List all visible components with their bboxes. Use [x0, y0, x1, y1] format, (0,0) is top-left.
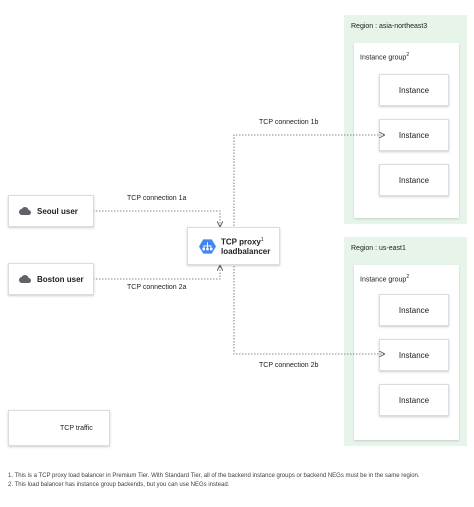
connection-2a-label: TCP connection 2a	[127, 284, 187, 291]
region-us-east1: Region : us-east1 Instance group2 Instan…	[344, 237, 467, 446]
instance-box[interactable]: Instance	[379, 384, 449, 416]
instance-group-label: Instance group2	[360, 274, 409, 283]
footnote-1: 1. This is a TCP proxy load balancer in …	[8, 473, 420, 479]
footnote-marker: 2	[406, 52, 410, 58]
instance-box[interactable]: Instance	[379, 74, 449, 106]
connection-1a-line	[93, 210, 220, 226]
seoul-user-label: Seoul user	[37, 206, 78, 216]
connection-2b-label: TCP connection 2b	[259, 362, 319, 369]
tcp-proxy-loadbalancer-box[interactable]: TCP proxy1 loadbalancer	[187, 227, 280, 265]
instance-label: Instance	[398, 175, 430, 185]
legend-label: TCP traffic	[60, 425, 93, 432]
boston-user-label: Boston user	[37, 274, 84, 284]
cloud-icon	[19, 207, 31, 215]
instance-group-label: Instance group2	[360, 52, 409, 61]
instance-label: Instance	[398, 395, 430, 405]
loadbalancer-label-line2: loadbalancer	[221, 246, 271, 256]
instance-group-label-text: Instance group	[360, 276, 407, 284]
region-asia-northeast3: Region : asia-northeast3 Instance group2…	[344, 15, 467, 224]
instance-label: Instance	[398, 350, 430, 360]
region-label: Region : asia-northeast3	[351, 23, 428, 30]
load-balancer-icon	[199, 238, 216, 254]
instance-group: Instance group2 Instance Instance Instan…	[354, 265, 459, 440]
instance-label: Instance	[398, 305, 430, 315]
instance-box[interactable]: Instance	[379, 164, 449, 196]
loadbalancer-label-line1: TCP proxy	[221, 237, 261, 247]
cloud-icon	[19, 275, 31, 283]
instance-group-label-text: Instance group	[360, 54, 407, 62]
boston-user-box[interactable]: Boston user	[8, 263, 94, 295]
footnote-marker: 1	[260, 237, 264, 244]
instance-group: Instance group2 Instance Instance Instan…	[354, 43, 459, 218]
instance-label: Instance	[398, 85, 430, 95]
loadbalancer-label: TCP proxy1 loadbalancer	[221, 236, 270, 256]
footnotes: 1. This is a TCP proxy load balancer in …	[8, 472, 420, 490]
region-label: Region : us-east1	[351, 245, 406, 252]
instance-box[interactable]: Instance	[379, 294, 449, 326]
connection-1b-label: TCP connection 1b	[259, 119, 319, 126]
connection-1a-label: TCP connection 1a	[127, 195, 187, 202]
legend-box: TCP traffic	[8, 410, 110, 446]
connection-2a-line	[93, 266, 220, 280]
instance-box[interactable]: Instance	[379, 119, 449, 151]
footnote-marker: 2	[406, 274, 410, 280]
seoul-user-box[interactable]: Seoul user	[8, 195, 94, 227]
instance-label: Instance	[398, 130, 430, 140]
instance-box[interactable]: Instance	[379, 339, 449, 371]
footnote-2: 2. This load balancer has instance group…	[8, 482, 230, 488]
